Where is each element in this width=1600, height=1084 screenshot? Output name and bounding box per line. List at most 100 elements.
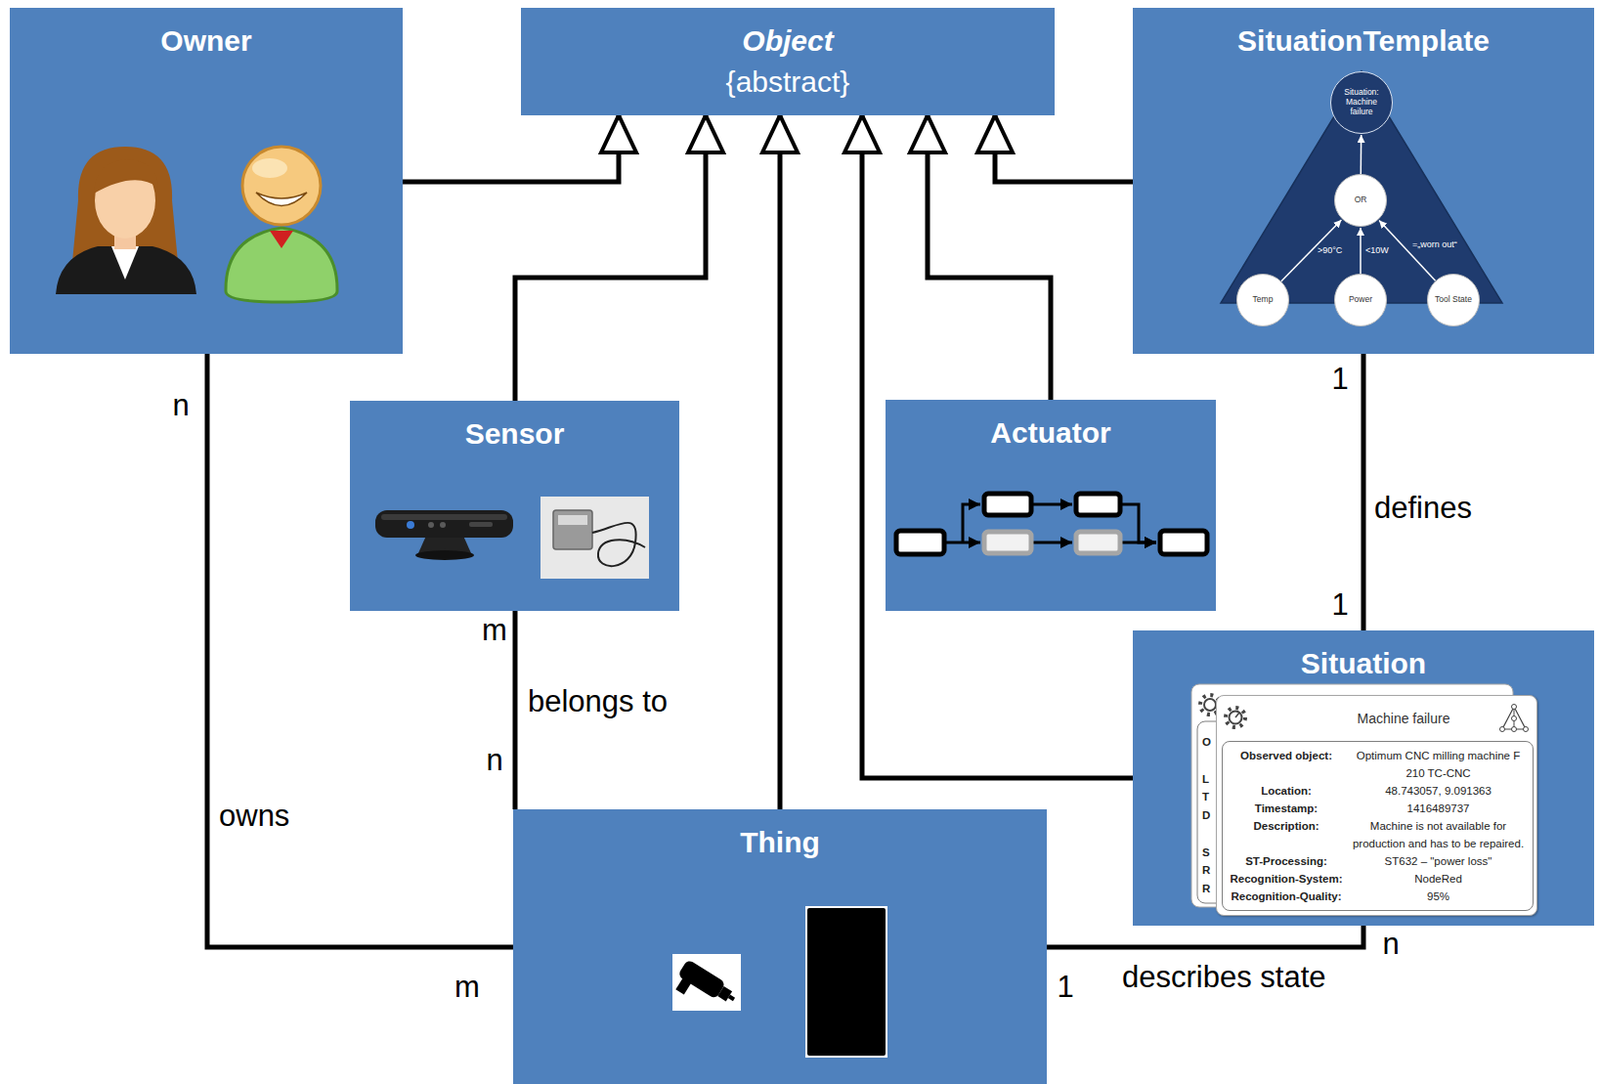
- circle-label: Temp: [1253, 295, 1274, 305]
- field-name: Recognition-Quality:: [1228, 887, 1344, 906]
- man-avatar-part: [225, 227, 338, 303]
- woman-avatar-part: [55, 246, 197, 295]
- drill-silhouette-part: [675, 976, 692, 995]
- association-line: [1361, 353, 1367, 631]
- template-icon-part: [1500, 727, 1506, 733]
- sensor-device-photo: [540, 496, 649, 579]
- workflow-illustration-part: [984, 493, 1032, 516]
- drill-silhouette-part: [672, 953, 741, 1011]
- back-situation-card-part: [1197, 721, 1509, 904]
- workflow-illustration-part: [1160, 530, 1208, 555]
- template-icon: [1500, 704, 1529, 733]
- man-avatar-part: [242, 146, 321, 225]
- class-box: Thing: [513, 809, 1047, 1084]
- device-silhouette-part: [807, 908, 886, 1056]
- field-name: Observed object:: [1228, 746, 1344, 782]
- abstract-class-box: Object{abstract}: [520, 7, 1055, 116]
- edge-label: =„worn out“: [1412, 239, 1458, 251]
- template-icon-part: [1502, 706, 1526, 730]
- workflow-illustration-part: [1032, 541, 1073, 545]
- sensor-device-photo-part: [592, 522, 646, 566]
- template-icon-part: [1512, 727, 1517, 733]
- kinect-sensor-part: [406, 520, 415, 529]
- generalization-arrow: [778, 115, 783, 810]
- class-name: SituationTemplate: [1237, 23, 1490, 59]
- woman-avatar: [55, 146, 197, 295]
- device-silhouette: [805, 906, 888, 1058]
- workflow-illustration-part: [1032, 503, 1073, 507]
- workflow-illustration-part: [944, 541, 963, 545]
- template-arrow: [1360, 134, 1363, 174]
- card-fragment-letter: O: [1202, 735, 1211, 749]
- class-box: Owner: [9, 7, 403, 354]
- kinect-sensor-part: [381, 514, 508, 520]
- back-situation-card-part: [1191, 684, 1514, 908]
- multiplicity-label: 1: [1329, 587, 1350, 623]
- workflow-illustration-part: [1121, 504, 1157, 543]
- circle-label: Power: [1348, 295, 1373, 305]
- sensor-device-photo-part: [553, 510, 593, 550]
- inner-connectors: [1281, 134, 1436, 282]
- field-value: ST632 – "power loss": [1349, 852, 1527, 870]
- situation-circle: Situation: Machine failure: [1330, 71, 1393, 134]
- field-value: NodeRed: [1349, 869, 1527, 888]
- context-circle: Power: [1334, 273, 1387, 327]
- generalization-arrow: [994, 115, 1133, 182]
- drill-silhouette: [670, 953, 741, 1019]
- card-fragment-letter: R: [1202, 881, 1211, 896]
- template-icon-part: [1513, 706, 1515, 730]
- generalization-arrow: [402, 115, 619, 182]
- man-avatar: [225, 146, 338, 303]
- back-situation-card: [1191, 684, 1514, 908]
- workflow-illustration-part: [962, 541, 981, 545]
- context-circle: Temp: [1236, 273, 1290, 327]
- template-triangle-part: [1220, 71, 1503, 303]
- kinect-sensor-part: [375, 510, 514, 538]
- field-name: ST-Processing:: [1228, 852, 1344, 870]
- woman-avatar-part: [72, 146, 178, 262]
- kinect-sensor-part: [469, 521, 493, 527]
- field-value: 48.743057, 9.091363: [1349, 781, 1527, 800]
- template-triangle: [1220, 71, 1503, 303]
- sensor-device-photo-part: [540, 496, 649, 579]
- multiplicity-label: n: [1380, 926, 1401, 962]
- edge-label: <10W: [1365, 245, 1389, 257]
- class-name: Owner: [160, 23, 252, 59]
- kinect-sensor-part: [439, 521, 446, 528]
- field-value: 95%: [1349, 887, 1527, 906]
- workflow-illustration-part: [1076, 493, 1121, 516]
- back-situation-card-part: [1200, 694, 1220, 715]
- card-fragment-letter: T: [1202, 789, 1210, 804]
- workflow-illustration-part: [896, 530, 945, 555]
- man-avatar-part: [252, 158, 288, 178]
- kinect-sensor-part: [428, 521, 434, 528]
- device-silhouette-part: [805, 906, 888, 1058]
- situation-card: Observed object:Optimum CNC milling mach…: [1215, 694, 1538, 916]
- workflow-illustration-part: [1121, 541, 1157, 545]
- field-value: 1416489737: [1349, 799, 1527, 818]
- edge-label: owns: [216, 798, 292, 834]
- edge-label: defines: [1372, 490, 1474, 526]
- card-fragment-letter: L: [1202, 772, 1210, 786]
- circle-label: OR: [1354, 195, 1368, 206]
- workflow-illustration-part: [984, 531, 1032, 554]
- multiplicity-label: m: [479, 612, 510, 649]
- multiplicity-label: 1: [1329, 361, 1350, 397]
- multiplicity-label: 1: [1054, 969, 1076, 1005]
- man-avatar-part: [256, 192, 307, 207]
- field-name: Timestamp:: [1228, 799, 1344, 818]
- template-icon-part: [1512, 704, 1517, 710]
- man-avatar-part: [269, 230, 294, 249]
- drill-silhouette-part: [728, 994, 736, 1002]
- class-box: Situation: Machine failureORTempPowerToo…: [1132, 7, 1595, 354]
- back-situation-card-part: [1204, 698, 1216, 711]
- template-icon-part: [1512, 716, 1517, 722]
- gear-icon-part: [1235, 712, 1240, 718]
- gear-icon-part: [1229, 711, 1243, 725]
- card-fragment-letter: S: [1202, 845, 1211, 860]
- situation-fields: Observed object:Optimum CNC milling mach…: [1221, 740, 1534, 911]
- card-fragment-letter: D: [1202, 808, 1211, 822]
